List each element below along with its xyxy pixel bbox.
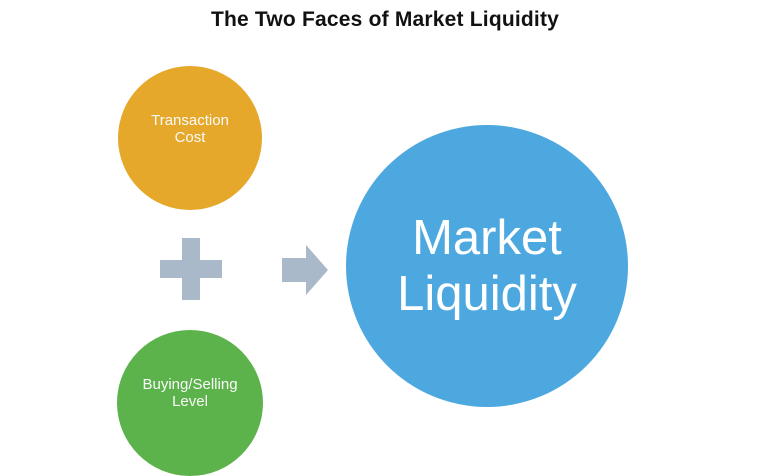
transaction-cost-label: Transaction Cost <box>151 112 229 146</box>
buying-selling-level-label: Buying/Selling Level <box>142 376 238 410</box>
transaction-cost-node: Transaction Cost <box>118 66 262 210</box>
market-liquidity-node: Market Liquidity <box>346 125 628 407</box>
diagram-title: The Two Faces of Market Liquidity <box>210 8 560 31</box>
market-liquidity-label: Market Liquidity <box>397 211 577 321</box>
arrow-right-icon <box>282 245 328 295</box>
buying-selling-level-node: Buying/Selling Level <box>117 330 263 476</box>
plus-icon <box>160 238 222 300</box>
